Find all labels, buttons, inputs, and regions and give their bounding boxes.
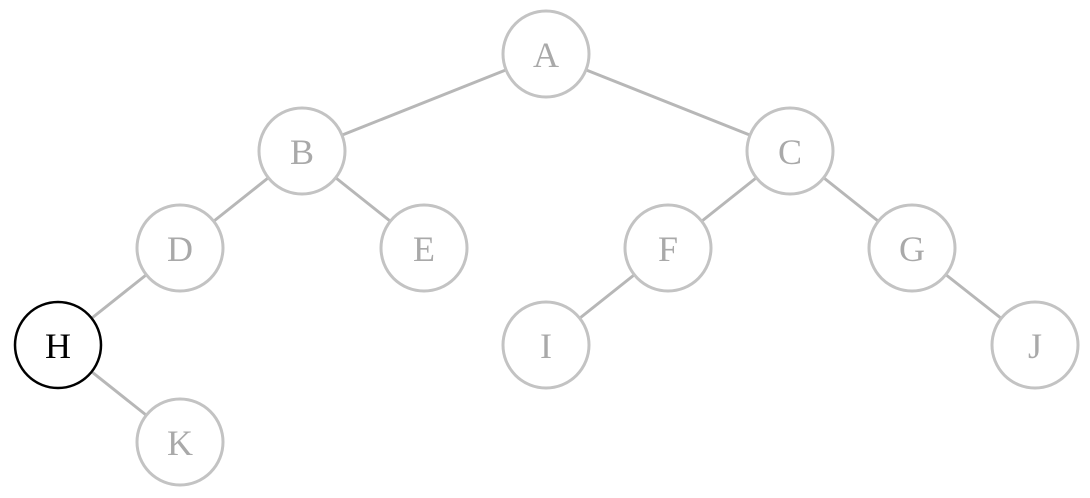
- edge-d-h: [90, 273, 148, 320]
- node-label-b: B: [290, 132, 314, 172]
- node-k: K: [135, 397, 225, 487]
- node-circle-b: [257, 106, 347, 196]
- node-circle-i: [501, 300, 591, 390]
- node-j: J: [990, 300, 1080, 390]
- edge-b-d: [212, 176, 270, 223]
- node-a: A: [501, 9, 591, 99]
- node-label-f: F: [658, 229, 678, 269]
- edge-g-j: [944, 273, 1003, 320]
- node-label-d: D: [167, 229, 193, 269]
- nodes-layer: A B C D E F G H I J K: [13, 9, 1080, 487]
- node-circle-j: [990, 300, 1080, 390]
- edge-a-c: [584, 68, 752, 137]
- node-e: E: [379, 203, 469, 293]
- node-label-j: J: [1028, 326, 1042, 366]
- node-label-i: I: [540, 326, 552, 366]
- node-circle-c: [745, 106, 835, 196]
- node-circle-g: [867, 203, 957, 293]
- edge-c-f: [700, 176, 758, 223]
- node-circle-k: [135, 397, 225, 487]
- edge-f-i: [578, 273, 636, 320]
- node-h: H: [13, 300, 103, 390]
- node-g: G: [867, 203, 957, 293]
- edge-h-k: [90, 370, 148, 417]
- edge-c-g: [822, 176, 880, 223]
- node-label-h: H: [45, 326, 71, 366]
- node-circle-a: [501, 9, 591, 99]
- node-label-g: G: [899, 229, 925, 269]
- node-c: C: [745, 106, 835, 196]
- node-b: B: [257, 106, 347, 196]
- node-f: F: [623, 203, 713, 293]
- node-circle-h: [13, 300, 103, 390]
- node-label-e: E: [413, 229, 435, 269]
- edge-a-b: [340, 68, 508, 137]
- node-label-a: A: [533, 35, 559, 75]
- node-label-c: C: [778, 132, 802, 172]
- node-circle-d: [135, 203, 225, 293]
- node-circle-e: [379, 203, 469, 293]
- node-circle-f: [623, 203, 713, 293]
- edges-layer: [90, 68, 1003, 417]
- node-i: I: [501, 300, 591, 390]
- node-d: D: [135, 203, 225, 293]
- edge-b-e: [334, 176, 392, 223]
- node-label-k: K: [167, 423, 193, 463]
